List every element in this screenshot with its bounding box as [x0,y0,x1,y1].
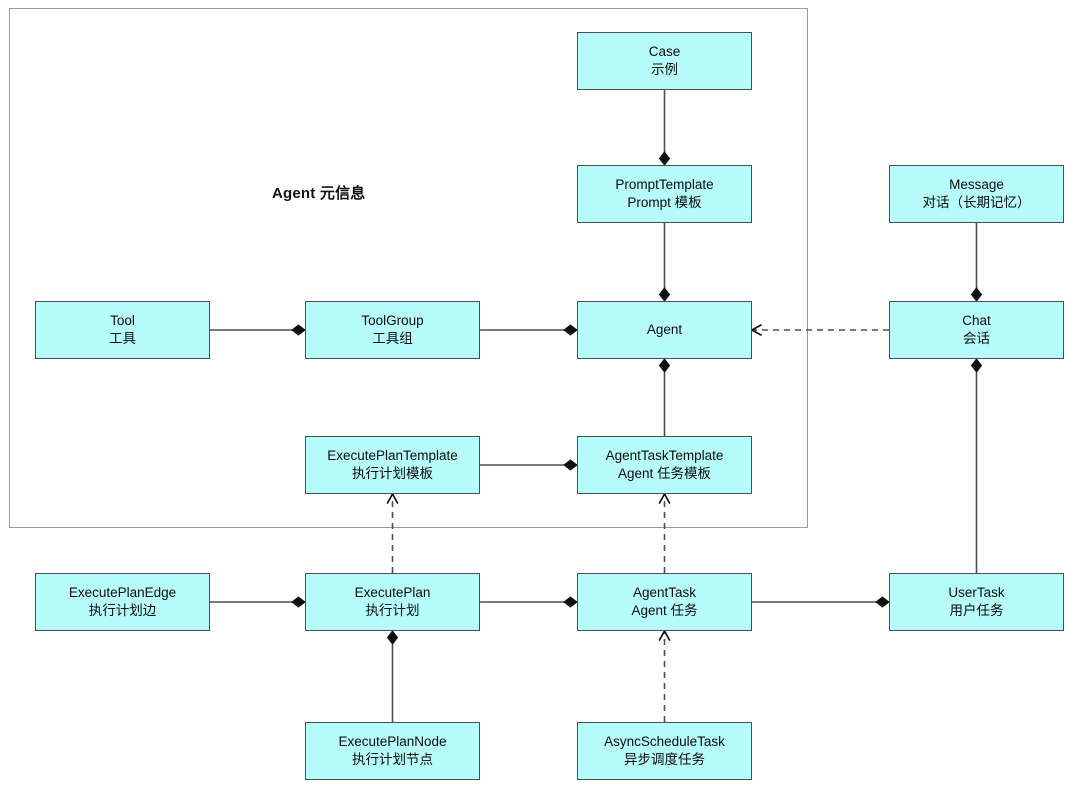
node-label-en: Message [949,177,1004,193]
node-label-en: Agent [646,322,683,338]
node-label-en: ExecutePlanTemplate [327,448,458,464]
edge-async-schedule-task-to-agent-task [658,630,671,722]
node-label-zh: 工具 [109,331,136,346]
node-execute-plan-edge[interactable]: ExecutePlanEdge 执行计划边 [35,573,210,631]
node-label-zh: 会话 [963,331,990,346]
node-label-en: ExecutePlanNode [338,734,447,750]
node-label-zh: 执行计划模板 [352,466,433,481]
node-async-schedule-task[interactable]: AsyncScheduleTask 异步调度任务 [577,722,752,780]
node-label-zh: 执行计划节点 [352,752,433,767]
agent-meta-info-group [9,8,808,528]
node-execute-plan-template[interactable]: ExecutePlanTemplate 执行计划模板 [305,436,480,494]
node-label-zh: Prompt 模板 [627,195,702,210]
node-label-zh: 执行计划边 [88,603,157,618]
node-label-en: ToolGroup [361,313,424,329]
node-label-zh: 示例 [651,62,678,77]
edge-message-to-chat [970,223,983,302]
node-label-en: AsyncScheduleTask [604,734,725,750]
node-execute-plan[interactable]: ExecutePlan 执行计划 [305,573,480,631]
node-label-en: ExecutePlan [354,585,431,601]
node-label-en: Tool [110,313,135,329]
node-label-en: ExecutePlanEdge [68,585,177,601]
agent-meta-info-label: Agent 元信息 [272,185,366,202]
node-label-en: UserTask [948,585,1005,601]
edge-chat-to-user-task [970,358,983,573]
node-label-en: Chat [962,313,991,329]
edge-execute-plan-edge-to-execute-plan [210,596,306,608]
node-label-zh: 异步调度任务 [624,752,705,767]
node-label-en: AgentTask [632,585,697,601]
node-label-en: PromptTemplate [615,177,714,193]
node-chat[interactable]: Chat 会话 [889,301,1064,359]
node-label-zh: Agent 任务 [631,603,698,618]
node-user-task[interactable]: UserTask 用户任务 [889,573,1064,631]
node-case[interactable]: Case 示例 [577,32,752,90]
node-label-zh: 工具组 [372,331,413,346]
node-label-zh: 对话（长期记忆） [922,195,1031,210]
node-message[interactable]: Message 对话（长期记忆） [889,165,1064,223]
node-tool-group[interactable]: ToolGroup 工具组 [305,301,480,359]
node-execute-plan-node[interactable]: ExecutePlanNode 执行计划节点 [305,722,480,780]
node-label-zh: 执行计划 [365,603,420,618]
node-label-en: AgentTaskTemplate [605,448,724,464]
node-label-zh: 用户任务 [949,603,1004,618]
node-label-zh: Agent 任务模板 [617,466,712,481]
node-label-en: Case [648,44,681,60]
edge-agent-task-to-user-task [752,596,890,608]
edge-execute-plan-to-agent-task [480,596,578,608]
edge-execute-plan-node-to-execute-plan [386,630,399,722]
node-tool[interactable]: Tool 工具 [35,301,210,359]
node-agent[interactable]: Agent [577,301,752,359]
